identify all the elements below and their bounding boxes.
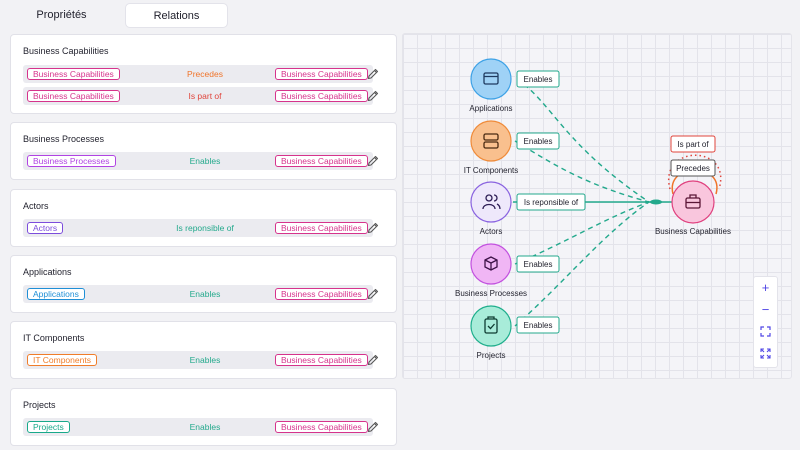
card-title: Applications — [23, 267, 72, 277]
target-tag[interactable]: Business Capabilities — [275, 90, 368, 102]
relation-row: IT Components Enables Business Capabilit… — [23, 351, 373, 369]
relation-verb: Is reponsible of — [176, 223, 234, 233]
node-projects[interactable]: Projects — [470, 305, 512, 360]
source-tag[interactable]: Applications — [27, 288, 85, 300]
relation-row: Business Processes Enables Business Capa… — [23, 152, 373, 170]
edge-label-business-processes[interactable]: Enables — [516, 255, 560, 273]
tab-relations[interactable]: Relations — [125, 3, 228, 28]
svg-text:Enables: Enables — [524, 75, 553, 84]
edit-pencil-icon[interactable] — [366, 287, 380, 301]
node-business-capabilities[interactable]: Business Capabilities — [655, 180, 731, 236]
svg-text:Applications: Applications — [469, 104, 512, 113]
relation-verb: Is part of — [188, 91, 222, 101]
edit-pencil-icon[interactable] — [366, 420, 380, 434]
node-business-processes[interactable]: Business Processes — [455, 243, 527, 298]
source-tag[interactable]: Business Capabilities — [27, 68, 120, 80]
edge-actors-arrowhead — [650, 199, 662, 205]
relation-verb: Enables — [189, 289, 221, 299]
target-tag[interactable]: Business Capabilities — [275, 222, 368, 234]
target-tag[interactable]: Business Capabilities — [275, 354, 368, 366]
source-tag[interactable]: Projects — [27, 421, 70, 433]
zoom-out-button[interactable]: − — [761, 302, 770, 317]
edge-it-components — [514, 140, 650, 203]
edge-label-precedes[interactable]: Precedes — [670, 159, 716, 177]
graph-canvas: Enables Enables Is reponsible of Enables… — [455, 58, 731, 360]
edge-projects — [514, 201, 650, 327]
svg-text:Enables: Enables — [524, 137, 553, 146]
expand-icon — [760, 348, 771, 359]
fit-view-icon — [760, 326, 771, 337]
relation-card-business-processes: Business Processes Business Processes En… — [10, 122, 397, 180]
target-tag[interactable]: Business Capabilities — [275, 68, 368, 80]
edge-label-projects[interactable]: Enables — [516, 316, 560, 334]
node-applications[interactable]: Applications — [469, 58, 513, 113]
edit-pencil-icon[interactable] — [366, 89, 380, 103]
server-icon — [483, 133, 499, 149]
edge-label-applications[interactable]: Enables — [516, 70, 560, 88]
package-icon — [484, 256, 498, 271]
source-tag[interactable]: Business Capabilities — [27, 90, 120, 102]
svg-text:Business Capabilities: Business Capabilities — [655, 227, 731, 236]
edit-pencil-icon[interactable] — [366, 154, 380, 168]
node-actors[interactable]: Actors — [470, 181, 512, 236]
tab-proprietes[interactable]: Propriétés — [36, 9, 87, 21]
relation-verb: Enables — [189, 156, 221, 166]
users-icon — [482, 194, 501, 210]
svg-text:Enables: Enables — [524, 321, 553, 330]
relation-row: Projects Enables Business Capabilities — [23, 418, 373, 436]
clipboard-check-icon — [484, 316, 498, 334]
browser-window-icon — [483, 72, 499, 85]
edge-label-is-part-of[interactable]: Is part of — [670, 135, 716, 153]
fit-view-button[interactable] — [754, 321, 777, 343]
target-tag[interactable]: Business Capabilities — [275, 421, 368, 433]
relation-card-it-components: IT Components IT Components Enables Busi… — [10, 321, 397, 379]
edit-pencil-icon[interactable] — [366, 67, 380, 81]
target-tag[interactable]: Business Capabilities — [275, 288, 368, 300]
relation-row: Business Capabilities Is part of Busines… — [23, 87, 373, 105]
relation-card-actors: Actors Actors Is reponsible of Business … — [10, 189, 397, 247]
node-it-components[interactable]: IT Components — [464, 120, 519, 175]
tab-bar: Propriétés Relations — [10, 3, 400, 28]
svg-text:Enables: Enables — [524, 260, 553, 269]
target-tag[interactable]: Business Capabilities — [275, 155, 368, 167]
svg-text:Is reponsible of: Is reponsible of — [524, 198, 579, 207]
card-title: Projects — [23, 400, 56, 410]
relation-verb: Enables — [189, 355, 221, 365]
edge-applications — [516, 78, 650, 203]
edge-label-actors[interactable]: Is reponsible of — [516, 193, 586, 211]
edge-label-it-components[interactable]: Enables — [516, 132, 560, 150]
svg-text:Is part of: Is part of — [677, 140, 709, 149]
edge-business-processes — [514, 201, 650, 265]
source-tag[interactable]: IT Components — [27, 354, 97, 366]
relation-card-projects: Projects Projects Enables Business Capab… — [10, 388, 397, 446]
card-title: Actors — [23, 201, 49, 211]
source-tag[interactable]: Actors — [27, 222, 64, 234]
card-title: IT Components — [23, 333, 85, 343]
zoom-controls: + − — [753, 276, 778, 368]
card-title: Business Capabilities — [23, 46, 109, 56]
svg-text:Business Processes: Business Processes — [455, 289, 527, 298]
relation-verb: Enables — [189, 422, 221, 432]
svg-text:Actors: Actors — [480, 227, 503, 236]
fullscreen-button[interactable] — [754, 343, 777, 365]
briefcase-icon — [685, 194, 701, 209]
svg-text:Projects: Projects — [477, 351, 506, 360]
card-title: Business Processes — [23, 134, 105, 144]
relation-verb: Precedes — [187, 69, 223, 79]
edit-pencil-icon[interactable] — [366, 353, 380, 367]
zoom-in-button[interactable]: + — [761, 280, 770, 295]
edit-pencil-icon[interactable] — [366, 221, 380, 235]
relation-card-applications: Applications Applications Enables Busine… — [10, 255, 397, 313]
relation-row: Actors Is reponsible of Business Capabil… — [23, 219, 373, 237]
relation-graph[interactable]: Enables Enables Is reponsible of Enables… — [402, 33, 792, 379]
edge-is-part-of-loop — [667, 154, 722, 190]
source-tag[interactable]: Business Processes — [27, 155, 116, 167]
relation-card-business-capabilities: Business Capabilities Business Capabilit… — [10, 34, 397, 114]
relation-row: Applications Enables Business Capabiliti… — [23, 285, 373, 303]
svg-text:Precedes: Precedes — [676, 164, 710, 173]
svg-text:IT Components: IT Components — [464, 166, 519, 175]
relation-row: Business Capabilities Precedes Business … — [23, 65, 373, 83]
